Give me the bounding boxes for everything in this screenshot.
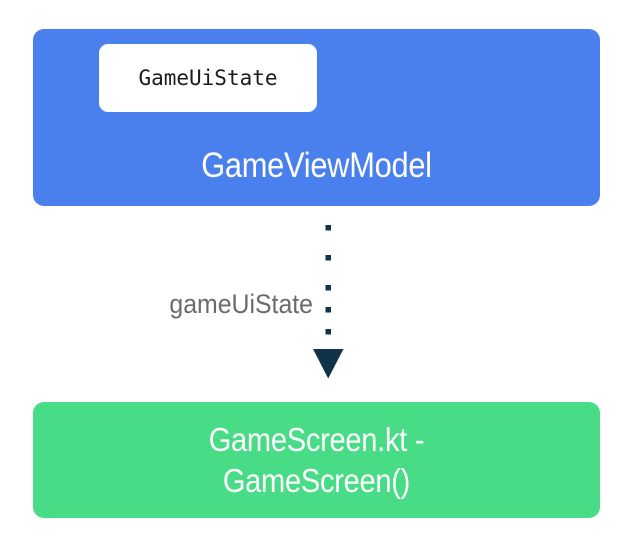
connector-dot (325, 285, 331, 291)
viewmodel-node-label: GameViewModel (201, 146, 432, 185)
connector-dot (325, 307, 331, 313)
connector-dot (325, 225, 331, 231)
screen-node-label: GameScreen.kt - GameScreen() (208, 421, 425, 499)
screen-node[interactable]: GameScreen.kt - GameScreen() (33, 402, 600, 518)
connector-dot (325, 329, 331, 335)
arrowhead-icon (313, 349, 344, 379)
game-ui-state-chip-label: GameUiState (138, 66, 278, 90)
connector-label: gameUiState (169, 289, 313, 319)
game-ui-state-chip[interactable]: GameUiState (99, 44, 317, 112)
viewmodel-node[interactable]: GameUiState GameViewModel (33, 29, 600, 206)
connector-dot (325, 255, 331, 261)
